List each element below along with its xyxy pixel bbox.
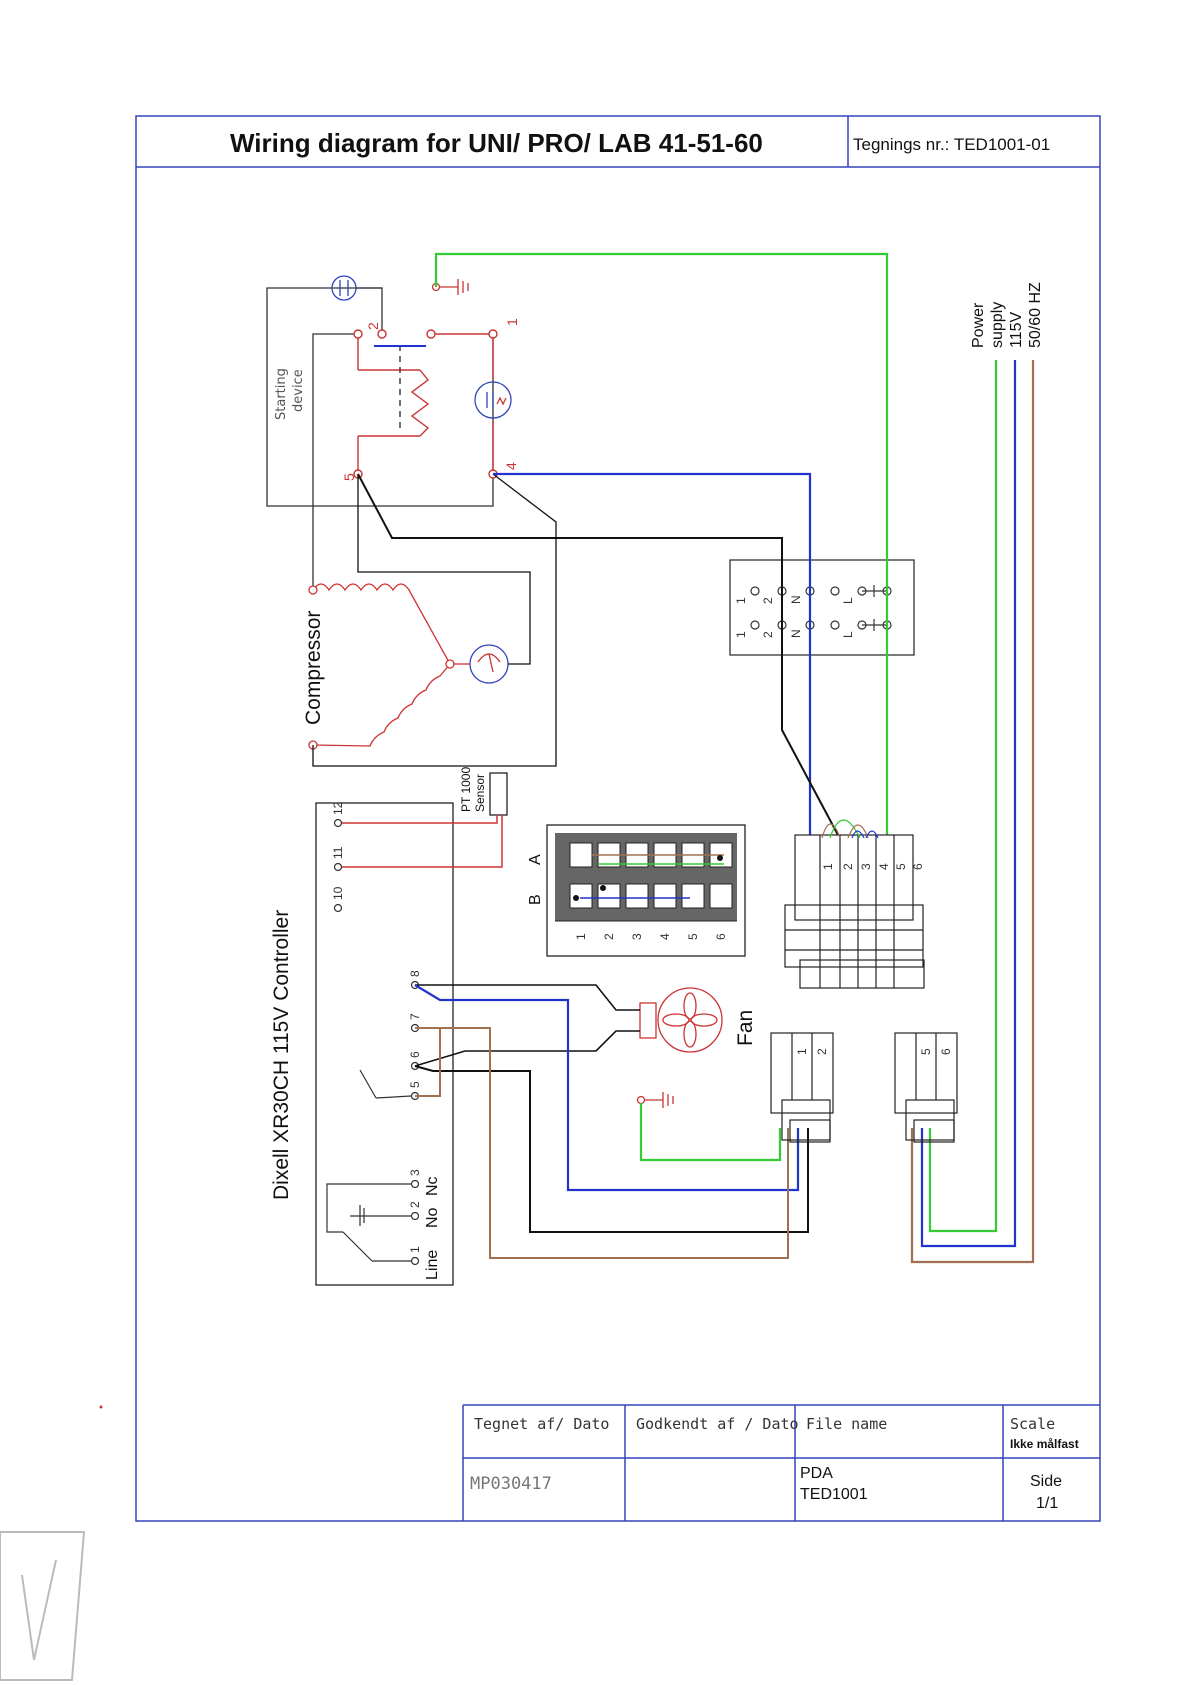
start-terminal-4: 4: [503, 462, 519, 470]
wire-green-earth: [434, 252, 889, 835]
ctrl-terminal-8: 8: [408, 970, 422, 977]
ground-symbol-lower: [636, 1092, 674, 1108]
breaker-1: [770, 1032, 834, 1143]
ctrl-terminal-11: 11: [331, 846, 345, 859]
ctrl-terminal-2: 2: [408, 1201, 422, 1208]
fan-symbol: [639, 987, 723, 1053]
wire-black-ctrl: [414, 1065, 809, 1233]
file-name-header: File name: [806, 1415, 887, 1433]
wire-blue-supply: [920, 360, 1017, 1248]
block-terminal-3: 3: [859, 863, 873, 870]
switch-pin-lb: L: [841, 631, 855, 638]
ground-symbol-top: [431, 279, 469, 295]
switch-pin-1b: 1: [734, 631, 748, 638]
corner-logo: [0, 1531, 86, 1681]
wire-green-supply: [928, 360, 998, 1233]
ctrl-terminal-10: 10: [331, 886, 345, 900]
power-supply-line2: supply: [989, 302, 1006, 348]
fan-label: Fan: [734, 1010, 757, 1046]
ctrl-label-line: Line: [424, 1250, 441, 1280]
wire-blue-ctrl: [414, 984, 800, 1192]
drawing-frame: [135, 115, 1101, 1522]
compressor-wiring: [312, 473, 557, 767]
drawing-number: Tegnings nr.: TED1001-01: [853, 135, 1050, 154]
relay-col-5: 5: [686, 933, 700, 940]
breaker2-terminal-5: 5: [919, 1048, 933, 1055]
relay-col-4: 4: [658, 933, 672, 940]
switch-pin-la: L: [841, 597, 855, 604]
block-terminal-4: 4: [877, 863, 891, 870]
drawn-by-header: Tegnet af/ Dato: [474, 1415, 609, 1433]
start-terminal-5: 5: [341, 473, 357, 481]
file-name-line1: PDA: [800, 1465, 833, 1482]
file-name-line2: TED1001: [800, 1486, 868, 1503]
ctrl-terminal-1: 1: [408, 1246, 422, 1253]
switch-pin-na: N: [789, 595, 803, 604]
wire-blue-compressor: [493, 472, 812, 835]
controller-label: Dixell XR30CH 115V Controller: [270, 910, 293, 1200]
side-value: 1/1: [1036, 1495, 1058, 1512]
breaker1-terminal-1: 1: [795, 1048, 809, 1055]
block-terminal-6: 6: [911, 863, 925, 870]
compressor-symbol: [308, 583, 455, 750]
compressor-label: Compressor: [302, 611, 325, 725]
sensor-label-2: Sensor: [473, 774, 487, 812]
switch-pin-2a: 2: [761, 597, 775, 604]
starting-device-label-1: Starting: [274, 368, 289, 420]
stray-dot: [99, 1405, 103, 1409]
power-supply-line3: 115V: [1008, 311, 1025, 348]
breaker-2: [894, 1032, 958, 1143]
ctrl-label-no: No: [424, 1207, 441, 1228]
pt1000-sensor: [489, 772, 508, 816]
relay-col-2: 2: [602, 933, 616, 940]
wire-black-compressor: [357, 473, 839, 836]
relay-col-1: 1: [574, 933, 588, 940]
terminal-block: [784, 819, 925, 989]
wire-green-ground: [639, 1103, 782, 1162]
switch-pin-1a: 1: [734, 597, 748, 604]
controller-box: [315, 802, 503, 1286]
switch-pin-nb: N: [789, 629, 803, 638]
relay-col-6: 6: [714, 933, 728, 940]
power-supply-line1: Power: [970, 302, 987, 348]
ctrl-terminal-3: 3: [408, 1169, 422, 1176]
relay-label-b: B: [527, 894, 544, 905]
fan-wiring: [414, 984, 640, 1067]
scale-header: Scale: [1010, 1415, 1055, 1433]
block-terminal-1: 1: [821, 863, 835, 870]
ctrl-terminal-6: 6: [408, 1051, 422, 1058]
diagram-title: Wiring diagram for UNI/ PRO/ LAB 41-51-6…: [230, 128, 763, 158]
start-terminal-2: 2: [365, 322, 381, 330]
thermal-protector-symbol: [454, 644, 509, 684]
relay-panel: [546, 824, 746, 957]
scale-value: Ikke målfast: [1010, 1437, 1079, 1451]
wire-brown-supply: [910, 360, 1035, 1264]
ctrl-terminal-7: 7: [408, 1013, 422, 1020]
breaker2-terminal-6: 6: [939, 1048, 953, 1055]
ctrl-terminal-12: 12: [331, 801, 345, 815]
block-terminal-2: 2: [841, 863, 855, 870]
side-label: Side: [1030, 1473, 1062, 1490]
wire-brown-ctrl: [415, 1027, 789, 1259]
block-terminal-5: 5: [894, 863, 908, 870]
sensor-label-1: PT 1000: [459, 767, 473, 812]
overload-symbol: [474, 381, 512, 419]
ctrl-label-nc: Nc: [424, 1176, 441, 1196]
breaker1-terminal-2: 2: [815, 1048, 829, 1055]
power-supply-line4: 50/60 HZ: [1027, 282, 1044, 348]
starting-device-label-2: device: [291, 369, 306, 412]
start-terminal-1: 1: [504, 318, 520, 326]
drawn-by-value: MP030417: [470, 1474, 552, 1494]
relay-col-3: 3: [630, 933, 644, 940]
approved-header: Godkendt af / Dato: [636, 1415, 799, 1433]
switch-pin-2b: 2: [761, 631, 775, 638]
ctrl-terminal-5: 5: [408, 1081, 422, 1088]
relay-label-a: A: [527, 854, 544, 865]
